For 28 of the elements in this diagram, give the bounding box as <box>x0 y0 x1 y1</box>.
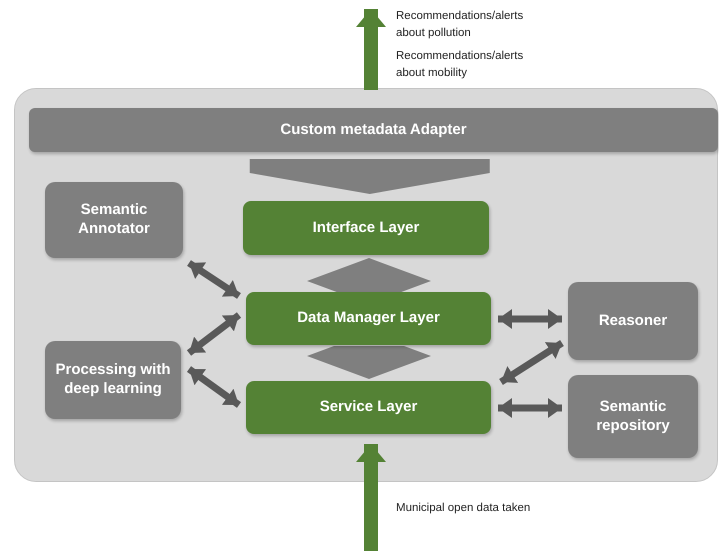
layer-box <box>246 381 491 434</box>
box-label: Interface Layer <box>312 218 420 238</box>
arrow <box>498 309 562 329</box>
note-text: Municipal open data taken <box>396 501 532 516</box>
note-text: Recommendations/alerts about pollution <box>396 9 524 42</box>
module-box <box>45 341 181 419</box>
layer-box <box>246 292 491 345</box>
box-label: Service Layer <box>320 398 418 417</box>
arrow <box>186 366 242 408</box>
note-text: Recommendations/alerts about mobility <box>396 49 524 82</box>
box-label: Data Manager Layer <box>297 309 440 328</box>
layer-box <box>243 201 489 255</box>
arrow <box>187 260 241 299</box>
box-label: Semantic Annotator <box>77 201 151 239</box>
arrow <box>499 340 564 385</box>
box-label: Custom metadata Adapter <box>280 120 467 140</box>
module-box <box>568 375 698 458</box>
arrow <box>356 9 386 90</box>
module-box <box>568 282 698 360</box>
box-label: Semantic repository <box>595 398 671 436</box>
box-label: Reasoner <box>598 312 668 330</box>
arrow <box>356 444 386 551</box>
arrow <box>186 312 242 356</box>
adapter-bar <box>29 108 718 152</box>
module-box <box>45 182 183 258</box>
chevron-arrow <box>250 159 490 194</box>
arrow <box>498 398 562 418</box>
box-label: Processing with deep learning <box>54 361 172 399</box>
